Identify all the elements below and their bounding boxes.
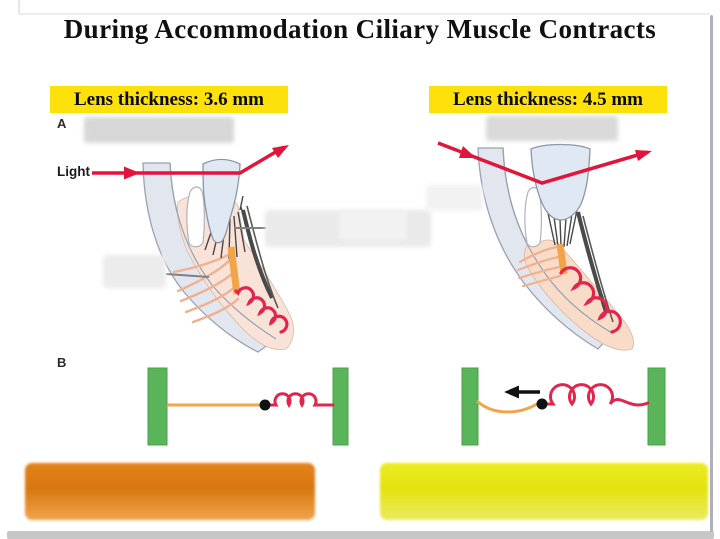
hidden-label-box-muscle-left[interactable] xyxy=(103,255,166,288)
light-ray-arrowhead-end xyxy=(272,145,289,158)
right-eye-diagram xyxy=(437,141,652,351)
spring-model-right xyxy=(461,367,666,446)
lens-thickness-label-right: Lens thickness: 4.5 mm xyxy=(429,86,667,113)
muscle-leader-line xyxy=(165,273,210,278)
zonule-shadow-edge xyxy=(241,209,274,299)
slack-muscle-line xyxy=(476,400,539,414)
lens-thin xyxy=(202,158,241,244)
anchor-block-right xyxy=(647,367,666,446)
hidden-label-box-right-top[interactable] xyxy=(486,116,618,141)
anchor-block-right xyxy=(332,367,349,446)
section-a-marker: A xyxy=(57,116,67,131)
anchor-block-left xyxy=(147,367,168,446)
lens-thickness-label-left: Lens thickness: 3.6 mm xyxy=(50,86,288,113)
zonule-spring-loose xyxy=(559,266,622,334)
bottom-highlight-bar-yellow[interactable] xyxy=(380,463,708,520)
light-ray-arrowhead-end xyxy=(635,150,652,161)
junction-dot xyxy=(536,398,548,410)
light-ray xyxy=(437,141,652,185)
white-finger-notch xyxy=(186,186,205,248)
zonule-shadow-edge-2 xyxy=(246,205,279,309)
hidden-label-box-right-lower[interactable] xyxy=(339,211,407,240)
slide-bottom-edge xyxy=(7,531,714,539)
slide-right-border xyxy=(710,15,713,532)
zonule-spring xyxy=(234,286,289,334)
ciliary-muscle-striations xyxy=(516,245,562,288)
coil-spring-taut xyxy=(269,392,335,409)
hidden-label-box-right-mid[interactable] xyxy=(426,185,483,211)
bottom-highlight-bar-orange[interactable] xyxy=(25,463,315,520)
hidden-label-box-a-top[interactable] xyxy=(84,117,234,143)
sclera-inner-edge xyxy=(169,162,277,340)
junction-dot xyxy=(259,399,271,411)
slide-corner-line xyxy=(18,0,20,13)
zonular-fibers xyxy=(547,209,578,248)
contraction-arrow xyxy=(504,385,540,399)
coil-spring-loose xyxy=(545,383,650,407)
light-ray xyxy=(92,145,289,180)
slide-top-border xyxy=(18,13,710,15)
ciliary-muscle-bar xyxy=(227,246,241,295)
page-title: During Accommodation Ciliary Muscle Cont… xyxy=(63,14,657,44)
light-ray-arrowhead-mid xyxy=(459,146,476,158)
label-leader-lines xyxy=(165,227,266,278)
light-ray-label: Light xyxy=(57,164,90,179)
lens-thick xyxy=(530,143,591,221)
light-ray-arrowhead-mid xyxy=(124,166,140,180)
left-eye-diagram xyxy=(92,145,294,353)
section-b-marker: B xyxy=(57,355,67,370)
spring-model-left xyxy=(147,367,349,446)
anchor-block-left xyxy=(461,367,479,446)
